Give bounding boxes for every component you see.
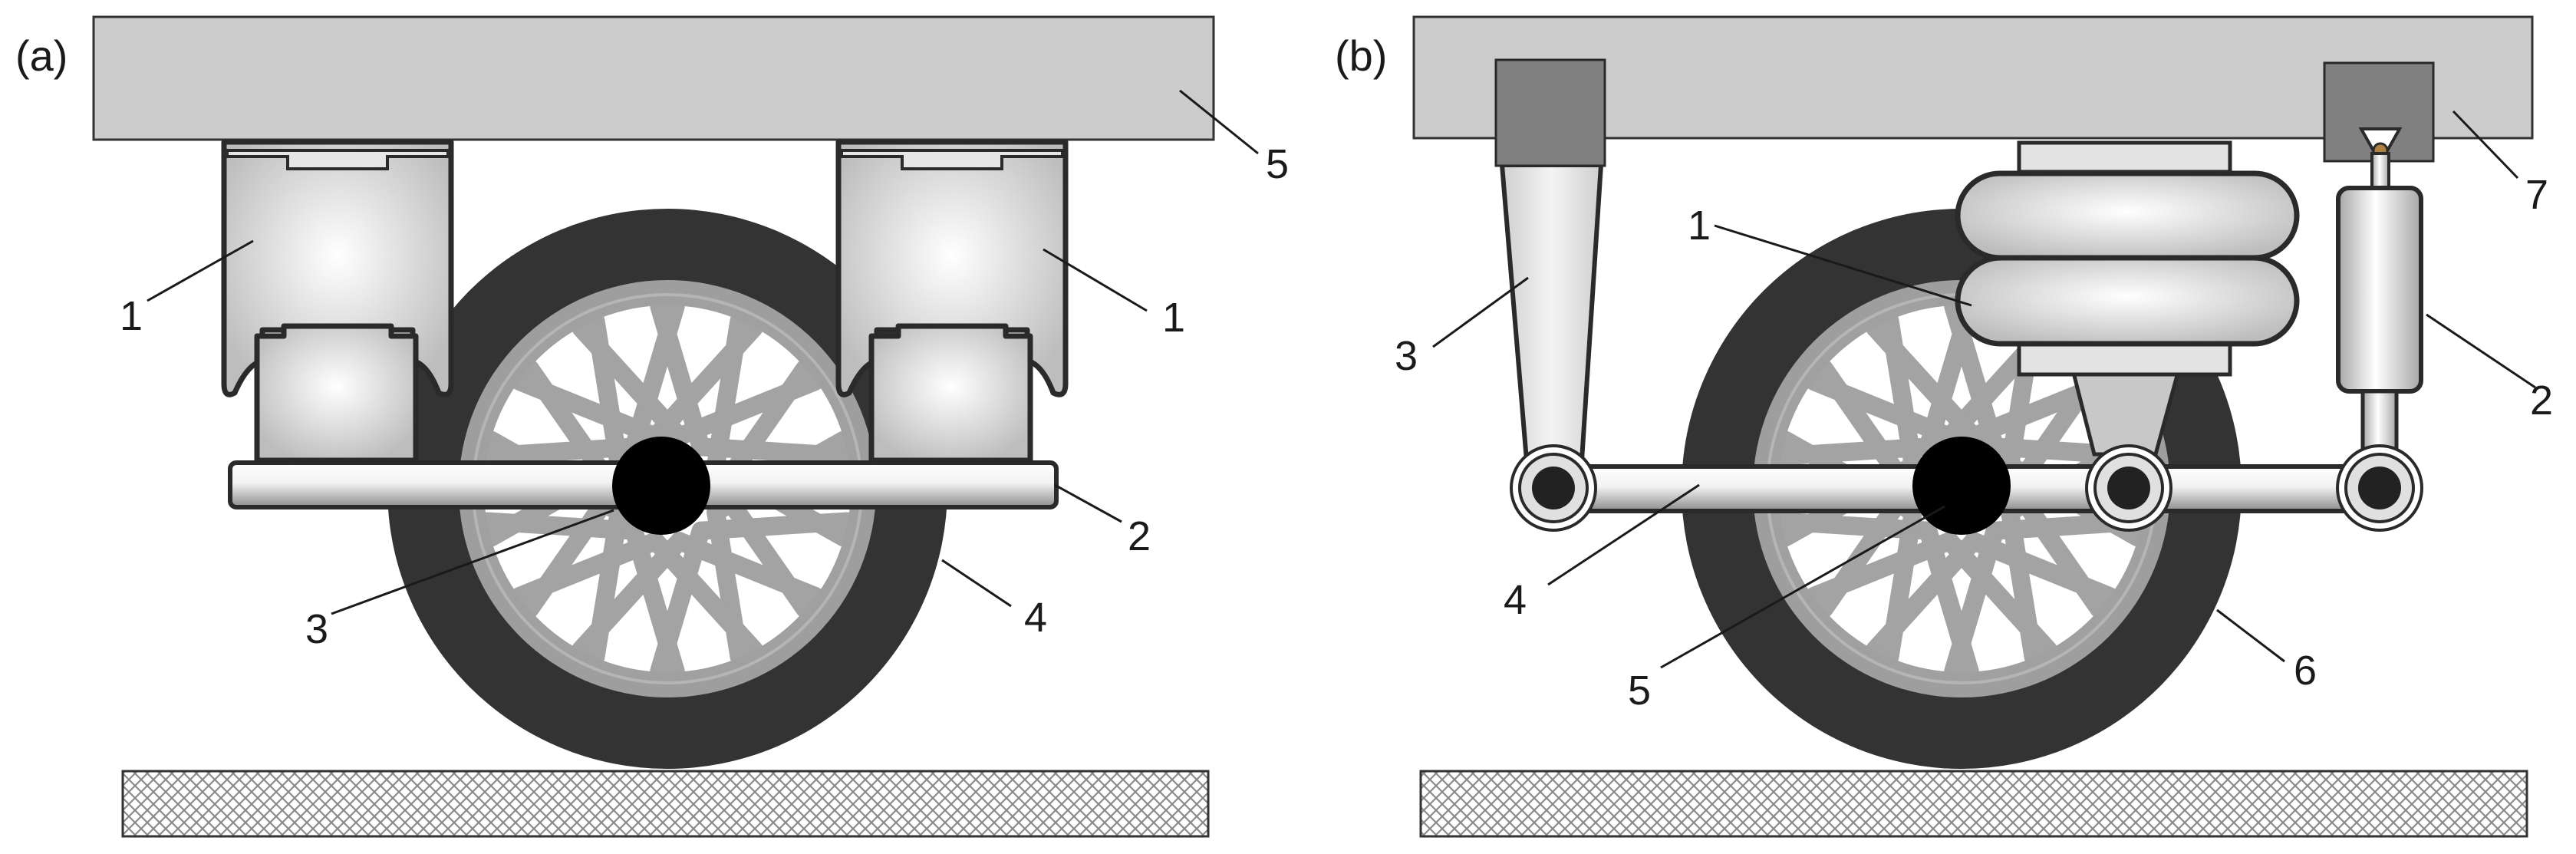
panel-a: (a) (15, 15, 1289, 838)
callout-b-6: 6 (2294, 648, 2317, 694)
panel-b-label: (b) (1335, 31, 1387, 80)
vehicle-body-a (92, 15, 1215, 141)
arm-mount-b (1494, 58, 1606, 167)
air-spring-left-a (221, 139, 454, 463)
pivot-bushing-middle (2085, 444, 2172, 532)
panel-a-label: (a) (15, 31, 68, 80)
panel-b: (b) (1335, 15, 2553, 838)
callout-b-2: 2 (2530, 378, 2553, 424)
ground-a (121, 770, 1210, 838)
callout-a-1-left: 1 (120, 293, 143, 339)
callout-b-7: 7 (2525, 172, 2548, 218)
callout-a-3: 3 (305, 606, 328, 652)
leader-lines-b (1432, 110, 2536, 669)
shock-absorber-b (2336, 127, 2423, 459)
air-spring-b (1955, 140, 2300, 457)
callout-b-1: 1 (1688, 203, 1711, 249)
callout-b-4: 4 (1504, 577, 1527, 623)
hub-a (612, 437, 710, 535)
air-spring-right-a (835, 139, 1069, 463)
callout-a-5: 5 (1266, 141, 1289, 187)
callout-a-2: 2 (1128, 513, 1151, 559)
callout-b-3: 3 (1395, 333, 1418, 379)
trailing-arm-b (1500, 163, 1603, 463)
pivot-bushing-rear (2336, 444, 2423, 532)
hub-b (1912, 437, 2011, 535)
callout-a-4: 4 (1024, 595, 1047, 641)
callout-a-1-right: 1 (1162, 295, 1185, 341)
leader-lines-a (147, 89, 1259, 615)
pivot-bushing-front (1510, 444, 1597, 532)
ground-b (1419, 770, 2528, 838)
callout-b-5: 5 (1628, 668, 1651, 714)
